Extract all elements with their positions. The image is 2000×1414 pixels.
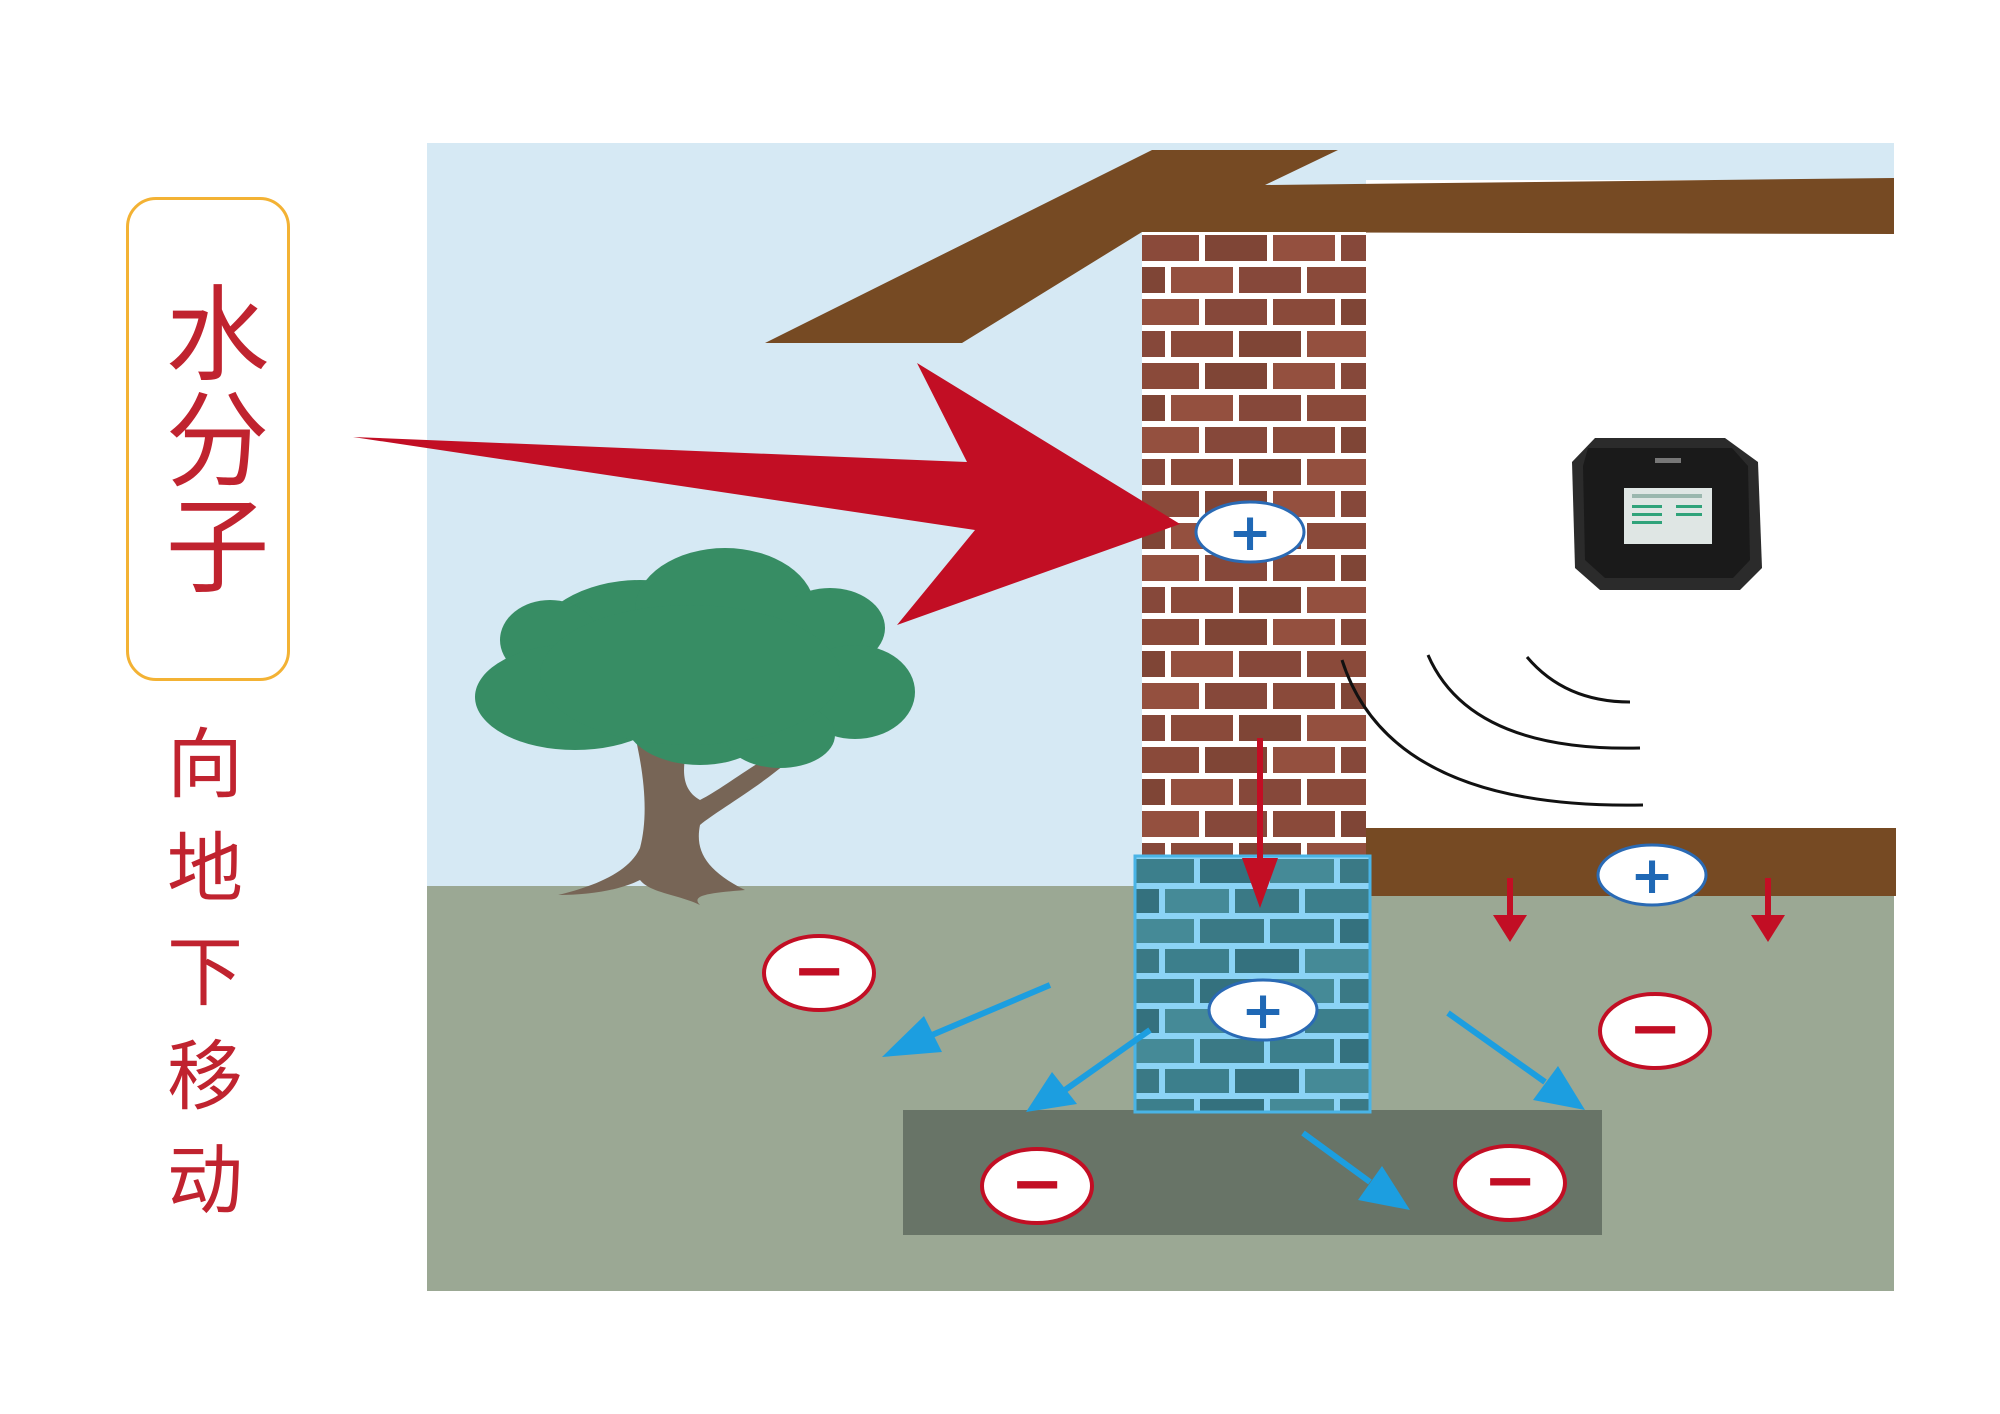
svg-text:−: − — [792, 934, 846, 1008]
negative-ion-foundation-left: − — [980, 1147, 1094, 1225]
negative-ion-ground-right: − — [1598, 992, 1712, 1070]
positive-ion-wall-top: + — [1194, 500, 1306, 564]
down-arrow-wall — [1242, 738, 1278, 908]
negative-ion-foundation-right: − — [1453, 1144, 1567, 1222]
down-arrow-floor-right — [1751, 878, 1785, 942]
tree-icon — [475, 548, 915, 905]
flow-arrow-wall-left — [1026, 1027, 1152, 1112]
flow-arrow-right — [1446, 1010, 1585, 1110]
svg-text:+: + — [1630, 846, 1674, 906]
dehumidifier-device-icon — [1572, 438, 1762, 590]
flow-arrow-bottom — [1301, 1130, 1410, 1210]
svg-text:+: + — [1241, 981, 1285, 1041]
svg-text:−: − — [1010, 1147, 1064, 1221]
roof-eave — [765, 150, 1894, 343]
down-arrow-floor-left — [1493, 878, 1527, 942]
water-molecule-label-box: 水分子 — [126, 197, 290, 681]
negative-ion-ground-left: − — [762, 934, 876, 1012]
wet-wall-outline — [1133, 854, 1372, 1114]
positive-ion-floor: + — [1596, 843, 1708, 907]
move-underground-label: 向地下移动 — [154, 724, 243, 1244]
svg-text:−: − — [1628, 992, 1682, 1066]
signal-waves-icon — [1340, 654, 1644, 807]
positive-ion-wall-bottom: + — [1207, 978, 1319, 1042]
flow-arrow-left — [882, 982, 1052, 1057]
water-molecule-arrow — [353, 363, 1180, 625]
brick-wall — [1142, 232, 1366, 858]
svg-text:−: − — [1483, 1144, 1537, 1218]
water-molecule-label: 水分子 — [147, 280, 269, 598]
svg-text:+: + — [1228, 503, 1272, 563]
